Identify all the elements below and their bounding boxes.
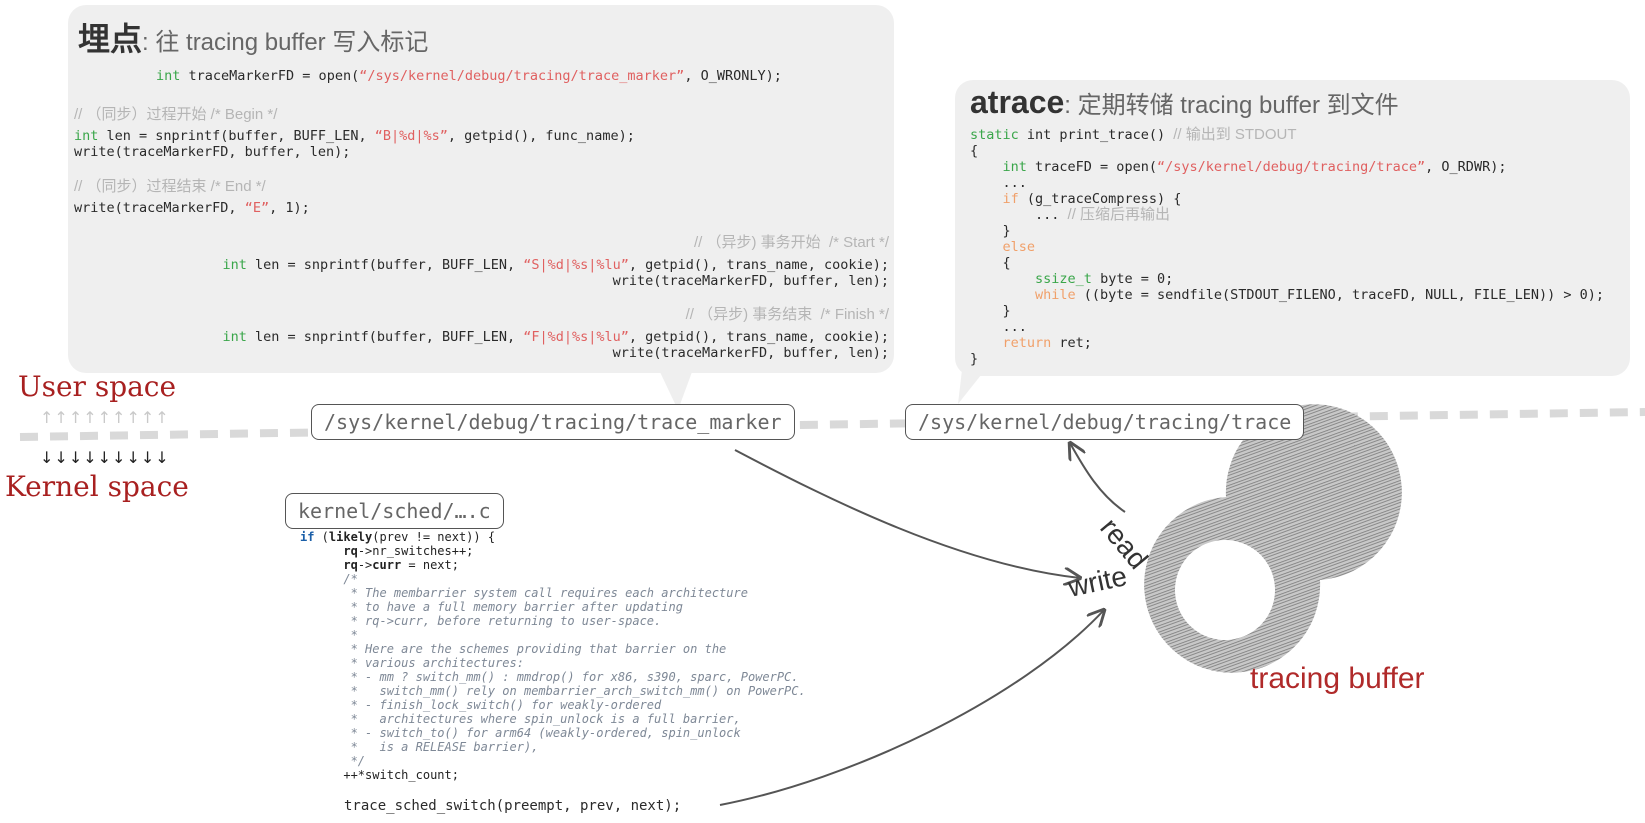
left-panel-title: 埋点: 往 tracing buffer 写入标记 bbox=[78, 21, 429, 57]
write-arrow-from-kernel bbox=[719, 610, 1104, 806]
trace-path: /sys/kernel/debug/tracing/trace bbox=[905, 404, 1305, 440]
tracing-buffer-label: tracing buffer bbox=[1250, 662, 1425, 695]
kernel-space-label: Kernel space bbox=[5, 470, 189, 503]
write-arrow-from-marker bbox=[734, 449, 1080, 578]
read-arrow-to-trace bbox=[1070, 443, 1126, 513]
sched-source-path: kernel/sched/….c bbox=[285, 493, 504, 529]
code-start-write: write(traceMarkerFD, buffer, len); bbox=[612, 273, 889, 289]
comment-begin: // （同步）过程开始 /* Begin */ bbox=[74, 106, 278, 123]
code-begin-snprintf: int len = snprintf(buffer, BUFF_LEN, “B|… bbox=[74, 128, 635, 144]
right-panel-title: atrace: 定期转储 tracing buffer 到文件 bbox=[970, 84, 1399, 120]
comment-end: // （同步）过程结束 /* End */ bbox=[74, 178, 266, 195]
tracing-buffer-ring bbox=[1144, 404, 1402, 673]
left-title-rest: 往 tracing buffer 写入标记 bbox=[155, 29, 429, 56]
code-begin-write: write(traceMarkerFD, buffer, len); bbox=[74, 144, 351, 160]
trace-sched-switch-call: trace_sched_switch(preempt, prev, next); bbox=[344, 798, 682, 814]
trace-marker-panel bbox=[68, 5, 894, 373]
comment-start: // （异步) 事务开始 /* Start */ bbox=[693, 234, 889, 251]
left-callout-tail bbox=[660, 372, 692, 410]
kernel-sched-code: if (likely(prev != next)) { rq->nr_switc… bbox=[300, 530, 806, 782]
trace-marker-path: /sys/kernel/debug/tracing/trace_marker bbox=[311, 404, 795, 440]
down-arrows: ↓↓↓↓↓↓↓↓↓ bbox=[40, 448, 170, 467]
atrace-panel bbox=[955, 80, 1630, 376]
atrace-code: static int print_trace() // 输出到 STDOUT {… bbox=[970, 126, 1604, 368]
code-finish-write: write(traceMarkerFD, buffer, len); bbox=[612, 345, 889, 361]
right-title-bold: atrace bbox=[970, 84, 1065, 120]
code-open-marker: int traceMarkerFD = open(“/sys/kernel/de… bbox=[156, 68, 782, 84]
up-arrows: ↑↑↑↑↑↑↑↑↑ bbox=[40, 408, 170, 427]
code-end-write: write(traceMarkerFD, “E”, 1); bbox=[74, 200, 310, 216]
right-callout-tail bbox=[958, 370, 985, 404]
code-finish-snprintf: int len = snprintf(buffer, BUFF_LEN, “F|… bbox=[222, 329, 890, 345]
right-title-rest: 定期转储 tracing buffer 到文件 bbox=[1077, 92, 1399, 119]
code-start-snprintf: int len = snprintf(buffer, BUFF_LEN, “S|… bbox=[222, 257, 890, 273]
left-title-bold: 埋点 bbox=[78, 21, 143, 57]
user-space-label: User space bbox=[18, 370, 177, 403]
comment-finish: // （异步) 事务结束 /* Finish */ bbox=[685, 306, 889, 323]
user-kernel-boundary bbox=[19, 408, 1645, 441]
